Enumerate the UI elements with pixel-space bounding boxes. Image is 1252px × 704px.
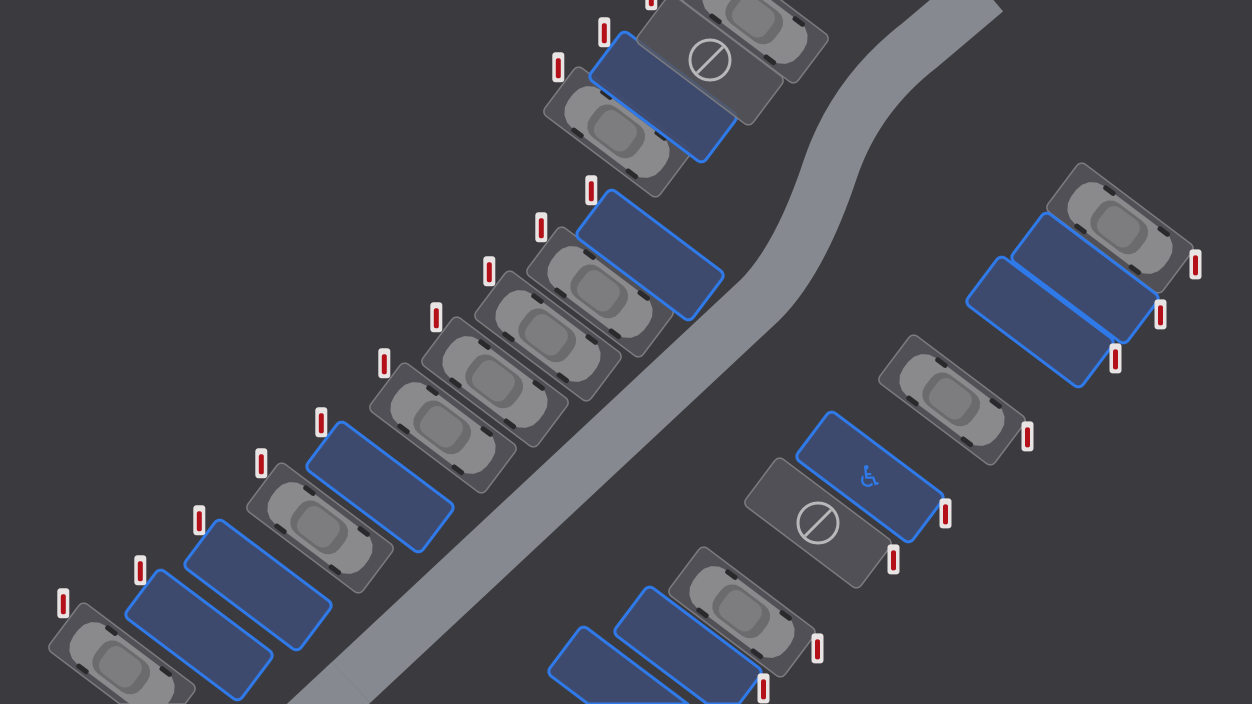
car-icon	[547, 246, 653, 340]
stall-outline	[305, 420, 455, 554]
stall-left-6-occupied[interactable]	[369, 348, 517, 494]
charger-post-icon	[1154, 299, 1167, 330]
stall-left-5-available[interactable]	[305, 407, 455, 554]
stall-left-12-available[interactable]	[588, 17, 738, 164]
stall-right-1-occupied[interactable]	[1046, 162, 1202, 294]
stall-left-1-occupied[interactable]	[48, 588, 196, 704]
stall-outline	[183, 518, 333, 652]
charger-post-icon	[1021, 421, 1034, 452]
charger-post-icon	[552, 52, 565, 83]
stall-left-2-available[interactable]	[124, 555, 274, 702]
stall-left-3-available[interactable]	[183, 505, 333, 652]
charger-post-icon	[134, 555, 147, 586]
stall-left-13-blocked[interactable]	[636, 0, 784, 126]
car-icon	[69, 622, 175, 704]
charger-post-icon	[1109, 343, 1122, 374]
charger-post-icon	[193, 505, 206, 536]
charger-post-icon	[598, 17, 611, 48]
car-icon	[899, 354, 1005, 448]
charger-post-icon	[57, 588, 70, 619]
stall-right-9-available[interactable]	[547, 625, 690, 704]
car-icon	[1067, 182, 1173, 276]
car-icon	[442, 336, 548, 430]
wheelchair-icon: ♿	[857, 460, 884, 495]
stall-left-14-occupied[interactable]	[681, 0, 829, 84]
charger-post-icon	[887, 544, 900, 575]
stall-left-8-occupied[interactable]	[474, 256, 622, 402]
charger-post-icon	[378, 348, 391, 379]
stall-right-4-occupied[interactable]	[878, 334, 1034, 466]
stall-right-7-occupied[interactable]	[668, 546, 824, 678]
charger-post-icon	[645, 0, 658, 11]
stall-outline	[575, 188, 725, 322]
car-icon	[495, 290, 601, 384]
stall-layer: ♿	[48, 0, 1202, 704]
car-icon	[689, 566, 795, 660]
charger-post-icon	[811, 633, 824, 664]
road	[286, 0, 1004, 704]
stall-outline	[124, 568, 274, 702]
car-icon	[564, 86, 670, 180]
charger-post-icon	[757, 673, 770, 704]
stall-outline	[547, 625, 690, 704]
stall-right-3-available[interactable]	[965, 255, 1122, 389]
charger-post-icon	[1189, 249, 1202, 280]
stall-right-8-available[interactable]	[613, 585, 770, 704]
stall-outline	[588, 30, 738, 164]
charger-post-icon	[315, 407, 328, 438]
stall-left-4-occupied[interactable]	[246, 448, 394, 594]
charger-post-icon	[430, 302, 443, 333]
stall-left-10-available[interactable]	[575, 175, 725, 322]
stall-left-7-occupied[interactable]	[421, 302, 569, 448]
car-icon	[267, 482, 373, 576]
no-entry-icon	[688, 38, 732, 82]
car-icon	[390, 382, 496, 476]
stall-left-9-occupied[interactable]	[526, 212, 674, 358]
stall-right-6-blocked[interactable]	[744, 457, 900, 589]
charger-post-icon	[483, 256, 496, 287]
charger-post-icon	[535, 212, 548, 243]
stall-left-11-occupied[interactable]	[543, 52, 691, 198]
charger-post-icon	[255, 448, 268, 479]
charger-post-icon	[585, 175, 598, 206]
charger-post-icon	[939, 498, 952, 529]
stall-right-2-available[interactable]	[1010, 211, 1167, 345]
stall-outline	[636, 0, 784, 126]
no-entry-icon	[796, 501, 840, 545]
car-icon	[702, 0, 808, 66]
stall-right-5-accessible[interactable]: ♿	[795, 410, 952, 544]
